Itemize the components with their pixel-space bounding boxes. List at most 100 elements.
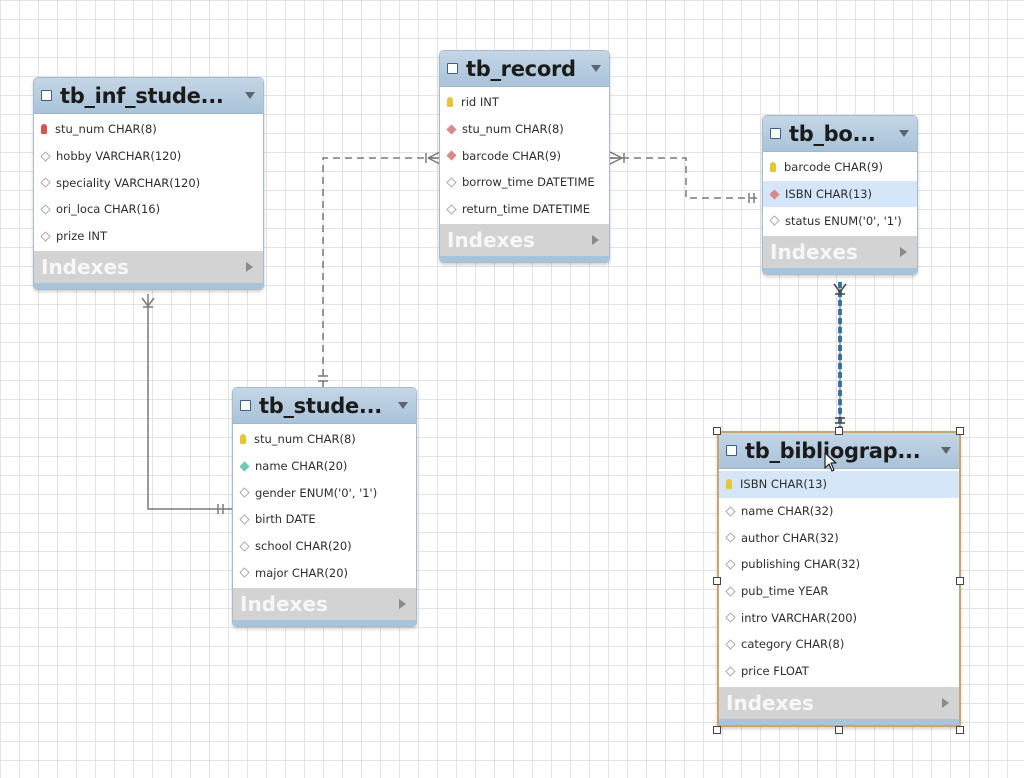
table-icon (240, 400, 251, 411)
table-tb-record[interactable]: tb_record rid INT stu_num CHAR(8) barcod… (439, 50, 610, 264)
column-row[interactable]: intro VARCHAR(200) (719, 604, 959, 631)
column-row[interactable]: author CHAR(32) (719, 524, 959, 551)
column-row[interactable]: speciality VARCHAR(120) (34, 169, 263, 196)
column-row[interactable]: barcode CHAR(9) (440, 142, 609, 169)
resize-handle-nw[interactable] (713, 427, 721, 435)
column-row[interactable]: name CHAR(32) (719, 498, 959, 525)
resize-handle-n[interactable] (835, 427, 843, 435)
column-row[interactable]: school CHAR(20) (233, 533, 416, 560)
column-row[interactable]: birth DATE (233, 506, 416, 533)
column-row[interactable]: name CHAR(20) (233, 453, 416, 480)
chevron-down-icon[interactable] (398, 402, 408, 409)
nullable-column-icon (725, 612, 736, 623)
expand-arrow-icon[interactable] (399, 599, 406, 610)
column-row[interactable]: major CHAR(20) (233, 559, 416, 586)
resize-handle-sw[interactable] (713, 726, 721, 734)
primary-key-icon (770, 162, 776, 173)
column-row[interactable]: category CHAR(8) (719, 631, 959, 658)
table-header[interactable]: tb_bibliograp... (719, 433, 959, 469)
table-tb-inf-student[interactable]: tb_inf_stude... stu_num CHAR(8) hobby VA… (33, 77, 264, 291)
column-row[interactable]: prize INT (34, 223, 263, 250)
column-row[interactable]: status ENUM('0', '1') (763, 207, 917, 234)
table-tb-bibliography[interactable]: tb_bibliograp... ISBN CHAR(13) name CHAR… (717, 431, 961, 727)
table-header[interactable]: tb_stude... (233, 388, 416, 424)
nullable-column-icon (446, 204, 457, 215)
indexes-section[interactable]: Indexes (34, 251, 263, 290)
column-row[interactable]: return_time DATETIME (440, 196, 609, 223)
table-icon (726, 445, 737, 456)
column-row[interactable]: stu_num CHAR(8) (233, 426, 416, 453)
indexes-label: Indexes (726, 690, 814, 715)
table-icon (447, 63, 458, 74)
nullable-column-icon (40, 204, 51, 215)
table-tb-student[interactable]: tb_stude... stu_num CHAR(8) name CHAR(20… (232, 387, 417, 628)
relation-infstudent-student[interactable] (147, 294, 233, 510)
column-label: ori_loca CHAR(16) (56, 202, 161, 217)
column-label: school CHAR(20) (255, 539, 352, 554)
indexes-section[interactable]: Indexes (233, 588, 416, 627)
table-icon (41, 90, 52, 101)
chevron-down-icon[interactable] (245, 92, 255, 99)
nullable-column-icon (725, 666, 736, 677)
column-row-selected[interactable]: ISBN CHAR(13) (763, 180, 917, 208)
resize-handle-s[interactable] (835, 726, 843, 734)
column-row-selected[interactable]: ISBN CHAR(13) (719, 471, 959, 498)
column-label: return_time DATETIME (462, 202, 591, 217)
table-tb-book[interactable]: tb_bo... barcode CHAR(9) ISBN CHAR(13) s… (762, 115, 918, 276)
nullable-column-icon (769, 215, 780, 226)
column-label: rid INT (461, 95, 499, 110)
column-row[interactable]: publishing CHAR(32) (719, 551, 959, 578)
relation-record-student[interactable] (322, 157, 440, 388)
column-label: price FLOAT (741, 664, 809, 679)
resize-handle-ne[interactable] (956, 427, 964, 435)
indexes-section[interactable]: Indexes (763, 236, 917, 275)
column-row[interactable]: pub_time YEAR (719, 578, 959, 605)
nullable-column-icon (725, 532, 736, 543)
column-row[interactable]: ori_loca CHAR(16) (34, 196, 263, 223)
column-label: major CHAR(20) (255, 565, 349, 580)
column-label: status ENUM('0', '1') (785, 213, 902, 228)
resize-handle-w[interactable] (713, 577, 721, 585)
nullable-column-icon (40, 231, 51, 242)
indexes-label: Indexes (770, 240, 858, 265)
column-label: ISBN CHAR(13) (785, 187, 872, 202)
column-row[interactable]: barcode CHAR(9) (763, 154, 917, 181)
expand-arrow-icon[interactable] (592, 235, 599, 246)
column-row[interactable]: price FLOAT (719, 658, 959, 685)
nullable-column-icon (40, 177, 51, 188)
column-row[interactable]: stu_num CHAR(8) (34, 116, 263, 143)
table-icon (770, 128, 781, 139)
resize-handle-se[interactable] (956, 726, 964, 734)
column-row[interactable]: borrow_time DATETIME (440, 169, 609, 196)
chevron-down-icon[interactable] (899, 130, 909, 137)
column-row[interactable]: rid INT (440, 89, 609, 116)
primary-key-icon (447, 97, 453, 108)
chevron-down-icon[interactable] (591, 65, 601, 72)
indexes-section[interactable]: Indexes (440, 224, 609, 263)
indexes-label: Indexes (41, 255, 129, 280)
indexes-section[interactable]: Indexes (719, 686, 959, 725)
table-name: tb_bibliograp... (745, 438, 921, 463)
relation-record-book[interactable] (610, 157, 762, 199)
column-label: category CHAR(8) (741, 637, 845, 652)
column-label: stu_num CHAR(8) (462, 122, 564, 137)
table-header[interactable]: tb_record (440, 51, 609, 87)
nullable-column-icon (725, 559, 736, 570)
column-label: hobby VARCHAR(120) (56, 149, 182, 164)
table-header[interactable]: tb_bo... (763, 116, 917, 152)
nullable-column-icon (40, 150, 51, 162)
chevron-down-icon[interactable] (941, 447, 951, 454)
expand-arrow-icon[interactable] (900, 247, 907, 258)
column-label: name CHAR(32) (741, 504, 834, 519)
table-name: tb_bo... (789, 121, 876, 146)
mouse-cursor-icon (824, 452, 837, 472)
table-header[interactable]: tb_inf_stude... (34, 78, 263, 114)
expand-arrow-icon[interactable] (246, 262, 253, 273)
expand-arrow-icon[interactable] (942, 697, 949, 708)
column-row[interactable]: stu_num CHAR(8) (440, 116, 609, 143)
resize-handle-e[interactable] (956, 577, 964, 585)
column-row[interactable]: gender ENUM('0', '1') (233, 479, 416, 506)
column-row[interactable]: hobby VARCHAR(120) (34, 143, 263, 170)
column-label: author CHAR(32) (741, 530, 839, 545)
